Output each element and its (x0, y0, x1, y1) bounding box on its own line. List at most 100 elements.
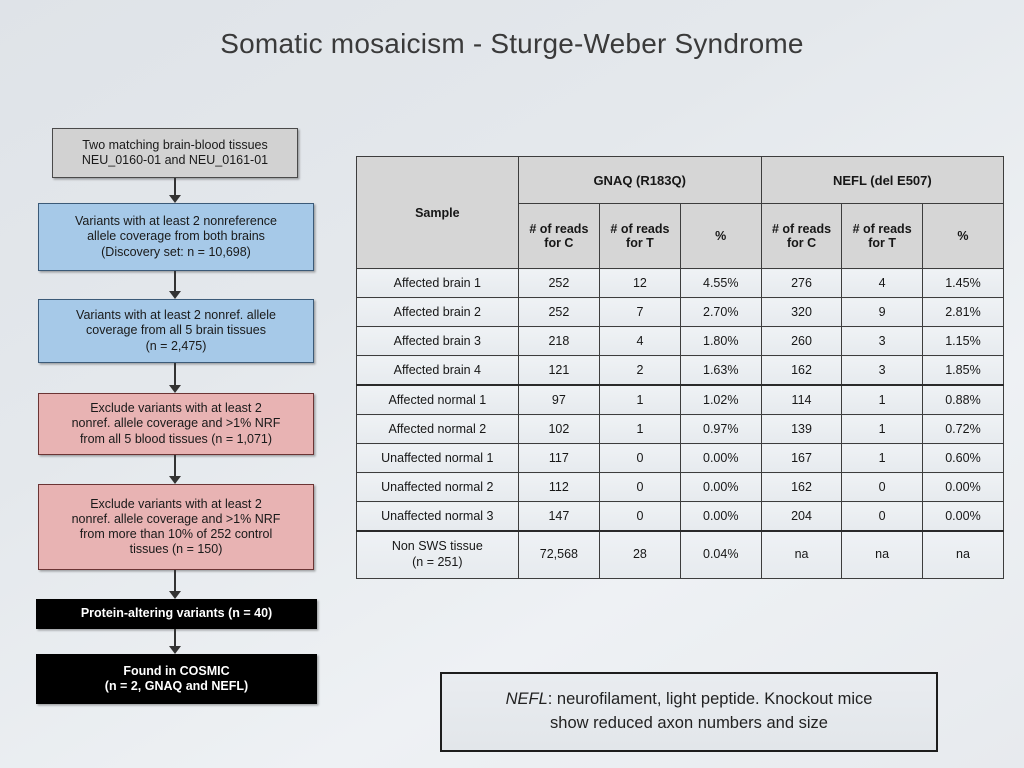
flow-step-label: Protein-altering variants (n = 40) (81, 606, 272, 621)
flow-arrow-head (169, 195, 181, 203)
cell-gnaq-c: 112 (517, 472, 601, 502)
flow-step-protein-altering: Protein-altering variants (n = 40) (36, 599, 317, 629)
cell-nefl-pct: 1.45% (921, 268, 1005, 298)
cell-gnaq-c: 97 (517, 384, 601, 415)
flow-arrow-head (169, 385, 181, 393)
cell-nefl-t: 0 (841, 501, 923, 532)
flow-step-line: NEU_0160-01 and NEU_0161-01 (81, 153, 269, 167)
column-subheader: % (679, 203, 762, 269)
flow-step-line: nonref. allele coverage and >1% NRF (71, 416, 281, 431)
cell-nefl-pct: na (921, 530, 1005, 579)
column-header-sample: Sample (356, 156, 519, 269)
cell-sample: Affected brain 4 (356, 355, 519, 386)
column-subheader-line: for T (626, 236, 654, 250)
cell-nefl-c: na (760, 530, 843, 579)
flow-step-label: Found in COSMIC(n = 2, GNAQ and NEFL) (105, 664, 248, 695)
cell-sample-line: (n = 251) (412, 555, 463, 569)
cell-nefl-t: 3 (841, 355, 923, 386)
flow-arrow-head (169, 591, 181, 599)
flow-step-line: from all 5 blood tissues (n = 1,071) (79, 431, 273, 446)
cell-nefl-t: 9 (841, 297, 923, 327)
cell-sample: Unaffected normal 3 (356, 501, 519, 532)
cell-gnaq-t: 1 (599, 414, 681, 444)
cell-nefl-pct: 1.15% (921, 326, 1005, 356)
cell-nefl-t: 1 (841, 384, 923, 415)
caption-line-1: NEFL: neurofilament, light peptide. Knoc… (506, 688, 873, 712)
cell-nefl-pct: 0.60% (921, 443, 1005, 473)
flow-arrow (167, 271, 183, 299)
variant-read-counts-table: Sample GNAQ (R183Q) NEFL (del E507) # of… (356, 156, 1005, 579)
flow-arrow-head (169, 646, 181, 654)
flow-step-line: Exclude variants with at least 2 (90, 496, 262, 511)
cell-gnaq-c: 121 (517, 355, 601, 386)
cell-gnaq-t: 0 (599, 501, 681, 532)
cell-nefl-pct: 0.72% (921, 414, 1005, 444)
cell-sample: Unaffected normal 2 (356, 472, 519, 502)
cell-nefl-t: na (841, 530, 923, 579)
cell-nefl-t: 0 (841, 472, 923, 502)
cell-nefl-c: 139 (760, 414, 843, 444)
cell-gnaq-c: 117 (517, 443, 601, 473)
cell-sample: Unaffected normal 1 (356, 443, 519, 473)
cell-nefl-pct: 0.88% (921, 384, 1005, 415)
caption-gene-name: NEFL (505, 690, 548, 709)
flow-arrow-head (169, 476, 181, 484)
cell-gnaq-c: 102 (517, 414, 601, 444)
cell-gnaq-pct: 1.80% (679, 326, 762, 356)
cell-gnaq-t: 12 (599, 268, 681, 298)
table-group-header-row: Sample GNAQ (R183Q) NEFL (del E507) (356, 156, 1005, 269)
column-group-nefl: NEFL (del E507) (760, 156, 1005, 204)
cell-nefl-pct: 1.85% (921, 355, 1005, 386)
cell-nefl-t: 4 (841, 268, 923, 298)
flow-arrow-stem (174, 363, 176, 386)
flow-step-line: nonref. allele coverage and >1% NRF (71, 511, 281, 526)
cell-gnaq-t: 0 (599, 443, 681, 473)
cell-gnaq-pct: 0.04% (679, 530, 762, 579)
cell-nefl-c: 260 (760, 326, 843, 356)
cell-nefl-c: 320 (760, 297, 843, 327)
flow-step-line: from more than 10% of 252 control (79, 527, 273, 541)
column-subheader-line: % (715, 229, 727, 243)
nefl-caption-box: NEFL: neurofilament, light peptide. Knoc… (440, 672, 938, 752)
cell-nefl-c: 162 (760, 472, 843, 502)
page-title: Somatic mosaicism - Sturge-Weber Syndrom… (220, 28, 804, 59)
flow-arrow-stem (174, 455, 176, 477)
flow-step-line: Variants with at least 2 nonreference (75, 214, 277, 229)
flow-step-line: Two matching brain-blood tissues (82, 137, 268, 152)
cell-sample: Affected normal 1 (356, 384, 519, 415)
cell-gnaq-c: 252 (517, 268, 601, 298)
cell-nefl-t: 1 (841, 443, 923, 473)
flow-arrow (167, 455, 183, 484)
cell-gnaq-pct: 1.63% (679, 355, 762, 386)
flow-step-line: Found in COSMIC (123, 663, 230, 678)
flow-step-line: (Discovery set: n = 10,698) (101, 244, 251, 259)
caption-line-1-rest: : neurofilament, light peptide. Knockout… (547, 690, 873, 709)
flow-arrow (167, 363, 183, 393)
cell-gnaq-c: 218 (517, 326, 601, 356)
cell-gnaq-t: 2 (599, 355, 681, 386)
flow-arrow (167, 629, 183, 654)
flow-step-line: tissues (n = 150) (129, 542, 223, 557)
cell-gnaq-t: 4 (599, 326, 681, 356)
column-subheader: % (921, 203, 1005, 269)
flow-step-line: (n = 2,475) (145, 338, 207, 353)
cell-gnaq-c: 252 (517, 297, 601, 327)
cell-nefl-t: 3 (841, 326, 923, 356)
